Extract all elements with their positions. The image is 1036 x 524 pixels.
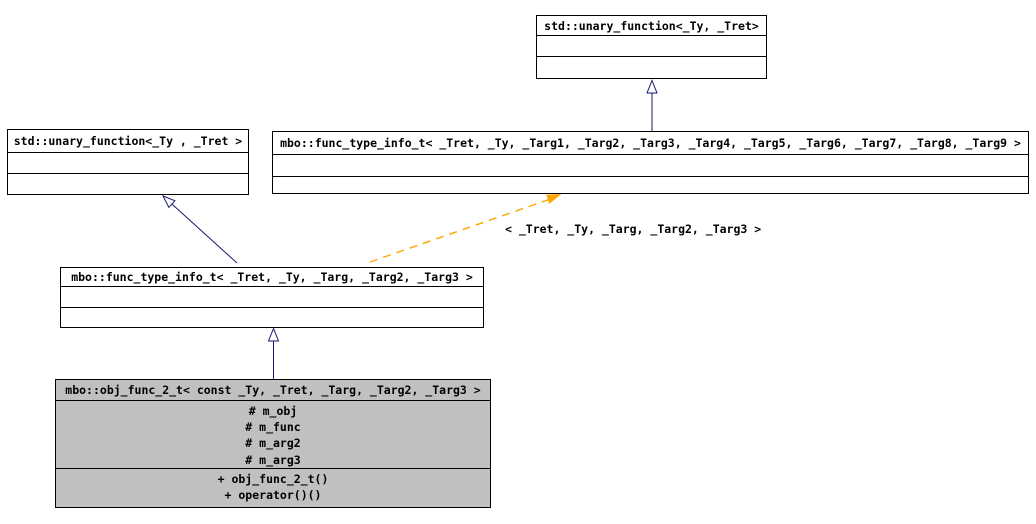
class-title[interactable]: mbo::func_type_info_t< _Tret, _Ty, _Targ… [273,132,1028,155]
class-box-func-type-info-specialized[interactable]: mbo::func_type_info_t< _Tret, _Ty, _Targ… [60,267,484,328]
inheritance-arrow-bottom-to-middle [267,327,280,380]
class-title[interactable]: std::unary_function<_Ty , _Tret > [8,130,248,153]
template-argument-label: < _Tret, _Ty, _Targ, _Targ2, _Targ3 > [505,222,762,236]
class-title[interactable]: mbo::func_type_info_t< _Tret, _Ty, _Targ… [61,268,483,287]
class-box-std-unary-function-top[interactable]: std::unary_function<_Ty, _Tret> [536,15,767,79]
class-box-func-type-info-full[interactable]: mbo::func_type_info_t< _Tret, _Ty, _Targ… [272,131,1029,194]
attribute-m-arg2: # m_arg2 [245,436,301,451]
methods-compartment-empty [8,174,248,194]
attributes-compartment: # m_obj # m_func # m_arg2 # m_arg3 [56,401,490,469]
attributes-compartment-empty [537,36,766,57]
methods-compartment-empty [61,308,483,327]
attributes-compartment-empty [273,155,1028,177]
class-title[interactable]: std::unary_function<_Ty, _Tret> [537,16,766,36]
inheritance-arrow-middle-to-left [161,195,238,264]
inheritance-arrow-right-to-top [646,79,658,133]
attributes-compartment-empty [61,287,483,308]
attributes-compartment-empty [8,153,248,174]
method-constructor: + obj_func_2_t() [217,472,329,486]
class-box-obj-func-2-t[interactable]: mbo::obj_func_2_t< const _Ty, _Tret, _Ta… [55,379,491,508]
attribute-m-obj: # m_obj [248,404,298,418]
attribute-m-func: # m_func [245,420,301,435]
methods-compartment-empty [537,57,766,78]
class-title[interactable]: mbo::obj_func_2_t< const _Ty, _Tret, _Ta… [56,380,490,401]
class-box-std-unary-function-left[interactable]: std::unary_function<_Ty , _Tret > [7,129,249,195]
methods-compartment-empty [273,177,1028,193]
attribute-m-arg3: # m_arg3 [245,452,301,467]
method-operator-call: + operator()() [224,487,322,502]
methods-compartment: + obj_func_2_t() + operator()() [56,469,490,507]
